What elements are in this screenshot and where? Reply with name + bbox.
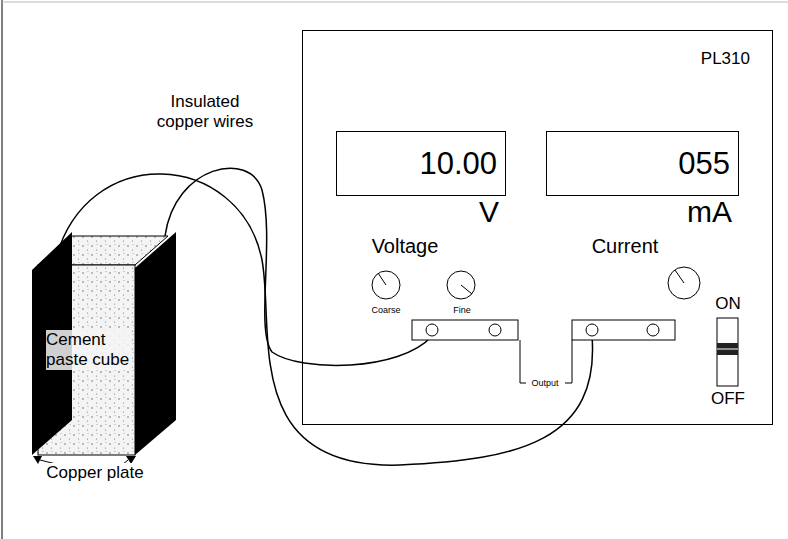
control-label: Voltage	[371, 235, 440, 258]
unit-label: mA	[687, 195, 732, 228]
knob-label: Coarse	[370, 305, 401, 315]
wire-label: Insulated copper wires	[142, 92, 269, 131]
frame-line	[2, 0, 3, 539]
cube-label: Cement paste cube	[46, 330, 130, 371]
display-box: 055mA	[546, 131, 739, 196]
frame-line	[2, 2, 788, 3]
switch-label: OFF	[710, 389, 746, 409]
output-bracket	[520, 340, 526, 383]
copper-wire	[55, 174, 593, 465]
switch-label: ON	[714, 294, 742, 314]
display-box: 10.00V	[336, 131, 506, 196]
cement-cube: Cement paste cube	[38, 265, 135, 455]
copper-plate-right	[135, 232, 176, 455]
display-reading: 055	[678, 146, 730, 182]
control-label: Current	[591, 235, 660, 258]
power-switch	[717, 318, 738, 386]
display-reading: 10.00	[419, 146, 497, 182]
knob-label: Fine	[452, 305, 472, 315]
part-label: Copper plate	[45, 463, 144, 483]
knob	[372, 267, 700, 299]
output-terminal	[412, 320, 675, 340]
model-name: PL310	[701, 49, 750, 69]
power-supply-panel: PL31010.00V055mA	[302, 30, 773, 425]
unit-label: V	[479, 195, 499, 228]
copper-wire	[165, 168, 432, 365]
output-label: Output	[530, 378, 559, 388]
output-bracket	[565, 340, 572, 383]
